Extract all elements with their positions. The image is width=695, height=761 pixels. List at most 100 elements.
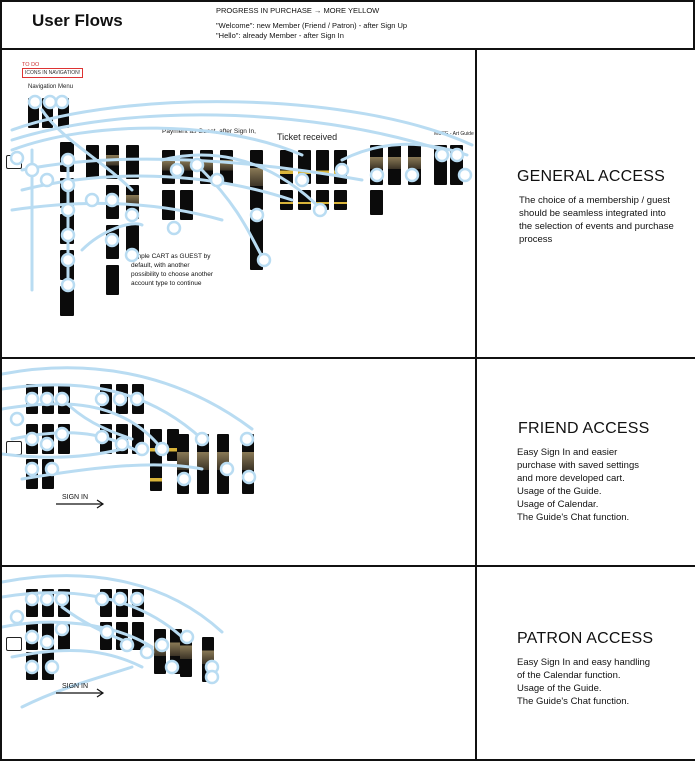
friend-text-line: Usage of the Guide.	[517, 485, 695, 498]
connector-node	[206, 671, 218, 683]
connector-node	[258, 254, 270, 266]
connector-node	[371, 169, 383, 181]
connector-node	[26, 463, 38, 475]
patron-heading: PATRON ACCESS	[517, 630, 695, 648]
connector-node	[56, 623, 68, 635]
friend-text-line: Usage of Calendar.	[517, 498, 695, 511]
connector-node	[56, 96, 68, 108]
friend-connectors	[2, 359, 476, 565]
greeting-notes: "Welcome": new Member (Friend / Patron) …	[216, 21, 407, 41]
general-description: GENERAL ACCESS The choice of a membershi…	[478, 168, 695, 246]
connector-node	[56, 593, 68, 605]
connector-node	[62, 204, 74, 216]
connector-node	[96, 431, 108, 443]
header-frame: User Flows PROGRESS IN PURCHASE → MORE Y…	[0, 0, 695, 50]
connector-node	[459, 169, 471, 181]
connector-node	[211, 174, 223, 186]
connector-node	[11, 413, 23, 425]
connector-node	[86, 194, 98, 206]
connector-node	[44, 96, 56, 108]
connector-node	[56, 393, 68, 405]
friend-text: Easy Sign In and easier purchase with sa…	[517, 446, 695, 524]
hello-note: "Hello": already Member - after Sign In	[216, 31, 407, 41]
patron-description: PATRON ACCESS Easy Sign In and easy hand…	[478, 630, 695, 708]
connector-node	[436, 149, 448, 161]
connector-node	[141, 646, 153, 658]
connector-node	[336, 164, 348, 176]
general-text: The choice of a membership / guest shoul…	[519, 194, 679, 246]
general-connectors	[2, 50, 476, 357]
connector-node	[156, 639, 168, 651]
connector-node	[126, 249, 138, 261]
connector-node	[406, 169, 418, 181]
connector-node	[106, 194, 118, 206]
connector-node	[46, 661, 58, 673]
connector-node	[126, 209, 138, 221]
patron-flow-panel: SIGN IN	[2, 567, 476, 759]
connector-node	[96, 593, 108, 605]
connector-node	[178, 473, 190, 485]
connector-node	[166, 661, 178, 673]
patron-text-line: of the Calendar function.	[517, 669, 695, 682]
connector-node	[296, 174, 308, 186]
connector-node	[191, 159, 203, 171]
connector-node	[41, 438, 53, 450]
connector-node	[114, 393, 126, 405]
friend-text-line: purchase with saved settings	[517, 459, 695, 472]
progress-note: PROGRESS IN PURCHASE → MORE YELLOW	[216, 6, 379, 15]
connector-node	[46, 463, 58, 475]
friend-heading: FRIEND ACCESS	[518, 420, 695, 438]
welcome-note: "Welcome": new Member (Friend / Patron) …	[216, 21, 407, 31]
patron-connectors	[2, 567, 476, 759]
connector-node	[136, 443, 148, 455]
connector-node	[243, 471, 255, 483]
connector-node	[56, 428, 68, 440]
connector-node	[41, 636, 53, 648]
signin-arrow-icon	[56, 499, 106, 509]
connector-node	[314, 204, 326, 216]
connector-node	[26, 164, 38, 176]
connector-node	[41, 174, 53, 186]
connector-node	[221, 463, 233, 475]
connector-node	[26, 661, 38, 673]
connector-node	[451, 149, 463, 161]
connector-node	[29, 96, 41, 108]
connector-node	[26, 393, 38, 405]
friend-description: FRIEND ACCESS Easy Sign In and easier pu…	[478, 420, 695, 524]
friend-text-line: Easy Sign In and easier	[517, 446, 695, 459]
general-heading: GENERAL ACCESS	[517, 168, 695, 186]
patron-text-line: The Guide's Chat function.	[517, 695, 695, 708]
connector-node	[11, 152, 23, 164]
flow-connector	[2, 449, 122, 457]
flow-connector	[12, 128, 302, 155]
connector-node	[251, 209, 263, 221]
connector-node	[114, 593, 126, 605]
flow-connector	[12, 203, 222, 220]
connector-node	[62, 179, 74, 191]
connector-node	[131, 393, 143, 405]
connector-node	[196, 433, 208, 445]
connector-node	[101, 626, 113, 638]
connector-node	[241, 433, 253, 445]
friend-text-line: The Guide's Chat function.	[517, 511, 695, 524]
connector-node	[106, 234, 118, 246]
connector-node	[116, 438, 128, 450]
patron-text-line: Usage of the Guide.	[517, 682, 695, 695]
friend-flow-panel: SIGN IN	[2, 359, 476, 565]
connector-node	[62, 254, 74, 266]
connector-node	[168, 222, 180, 234]
patron-text-line: Easy Sign In and easy handling	[517, 656, 695, 669]
general-flow-panel: TO DO ICONS IN NAVIGATION! Navigation Me…	[2, 50, 476, 357]
patron-text: Easy Sign In and easy handling of the Ca…	[517, 656, 695, 708]
connector-node	[96, 393, 108, 405]
connector-node	[41, 593, 53, 605]
connector-node	[11, 611, 23, 623]
signin-arrow-icon	[56, 688, 106, 698]
connector-node	[156, 443, 168, 455]
connector-node	[62, 229, 74, 241]
page-title: User Flows	[32, 11, 123, 31]
connector-node	[181, 631, 193, 643]
friend-text-line: and more developed cart.	[517, 472, 695, 485]
connector-node	[26, 593, 38, 605]
connector-node	[62, 154, 74, 166]
